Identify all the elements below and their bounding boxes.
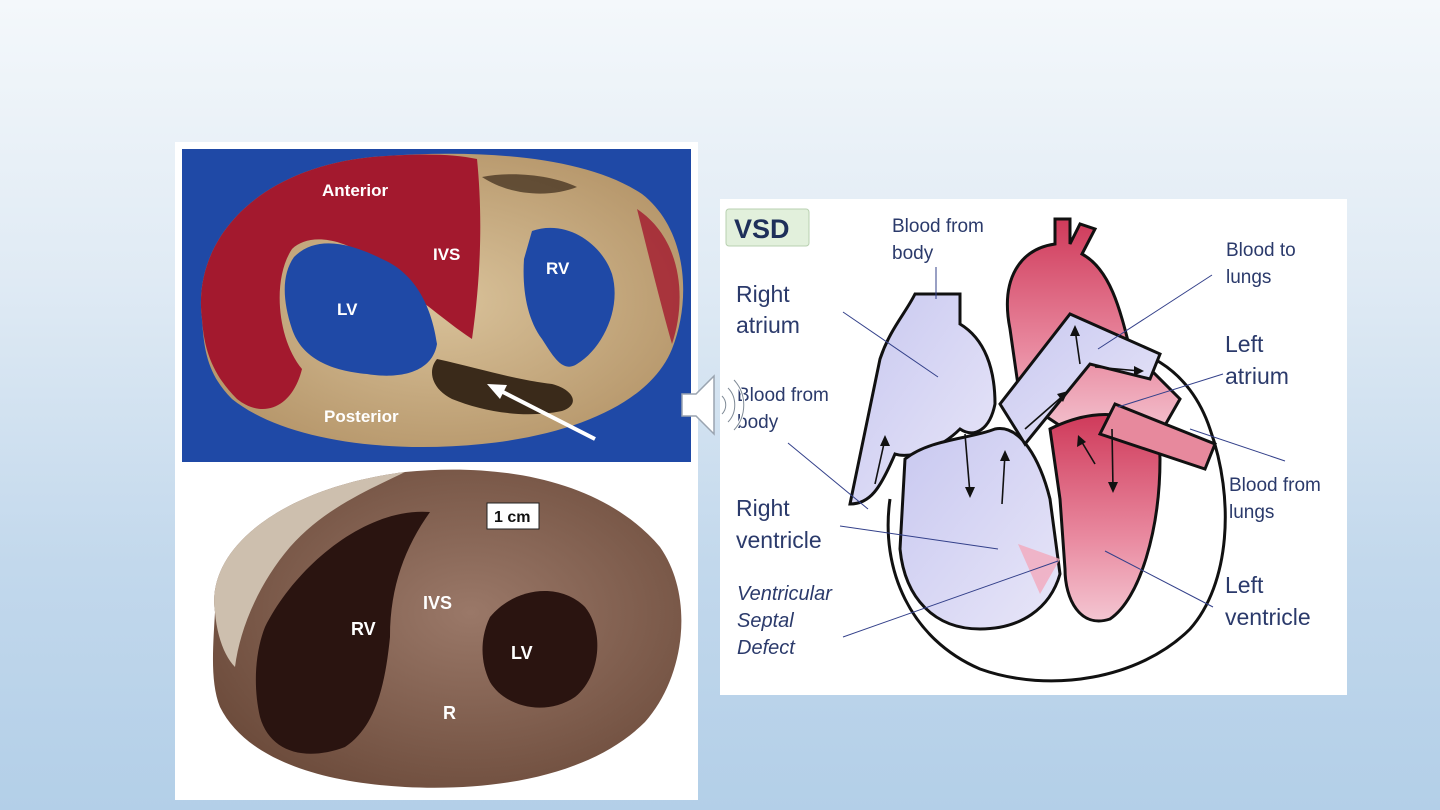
label-vsd-1: Ventricular (737, 583, 833, 605)
label-right-ventricle-2: ventricle (736, 527, 822, 553)
label-blood-from-body-side: Blood from (737, 385, 829, 406)
label-left-atrium-2: atrium (1225, 363, 1289, 389)
speaker-icon[interactable] (680, 372, 750, 438)
label-vsd-2: Septal (737, 610, 794, 632)
scale-bar-label: 1 cm (494, 509, 530, 526)
label-posterior: Posterior (324, 407, 399, 426)
label-rv-top: RV (546, 259, 570, 278)
label-blood-from-body-side-2: body (737, 412, 779, 433)
heart-cross-section-stained-photo: Anterior IVS RV LV Posterior (182, 149, 691, 462)
label-rv-bottom: RV (351, 619, 376, 639)
label-blood-to-lungs-2: lungs (1226, 267, 1271, 288)
label-blood-from-lungs: Blood from (1229, 475, 1321, 496)
vsd-heart-diagram: VSD (725, 208, 1321, 683)
label-lv-top: LV (337, 300, 358, 319)
label-ivs-bottom: IVS (423, 593, 452, 613)
label-blood-from-lungs-2: lungs (1229, 502, 1274, 523)
label-left-ventricle: Left (1225, 572, 1264, 598)
label-right-atrium: Right (736, 281, 790, 307)
label-blood-to-lungs: Blood to (1226, 240, 1296, 261)
label-blood-from-body-top: Blood from (892, 216, 984, 237)
label-right-ventricle: Right (736, 495, 790, 521)
svg-text:VSD: VSD (734, 214, 790, 244)
vsd-badge: VSD (725, 208, 810, 247)
vsd-diagram-panel: VSD (720, 199, 1347, 695)
label-blood-from-body-top-2: body (892, 243, 934, 264)
label-right-atrium-2: atrium (736, 312, 800, 338)
heart-cross-section-gross-photo: 1 cm IVS RV LV R (175, 467, 698, 800)
pathology-photo-panel: Anterior IVS RV LV Posterior (175, 142, 698, 800)
label-vsd-3: Defect (737, 637, 796, 659)
label-anterior: Anterior (322, 181, 389, 200)
label-r-bottom: R (443, 703, 456, 723)
label-left-atrium: Left (1225, 331, 1264, 357)
label-lv-bottom: LV (511, 643, 533, 663)
label-left-ventricle-2: ventricle (1225, 604, 1311, 630)
label-ivs-top: IVS (433, 245, 460, 264)
